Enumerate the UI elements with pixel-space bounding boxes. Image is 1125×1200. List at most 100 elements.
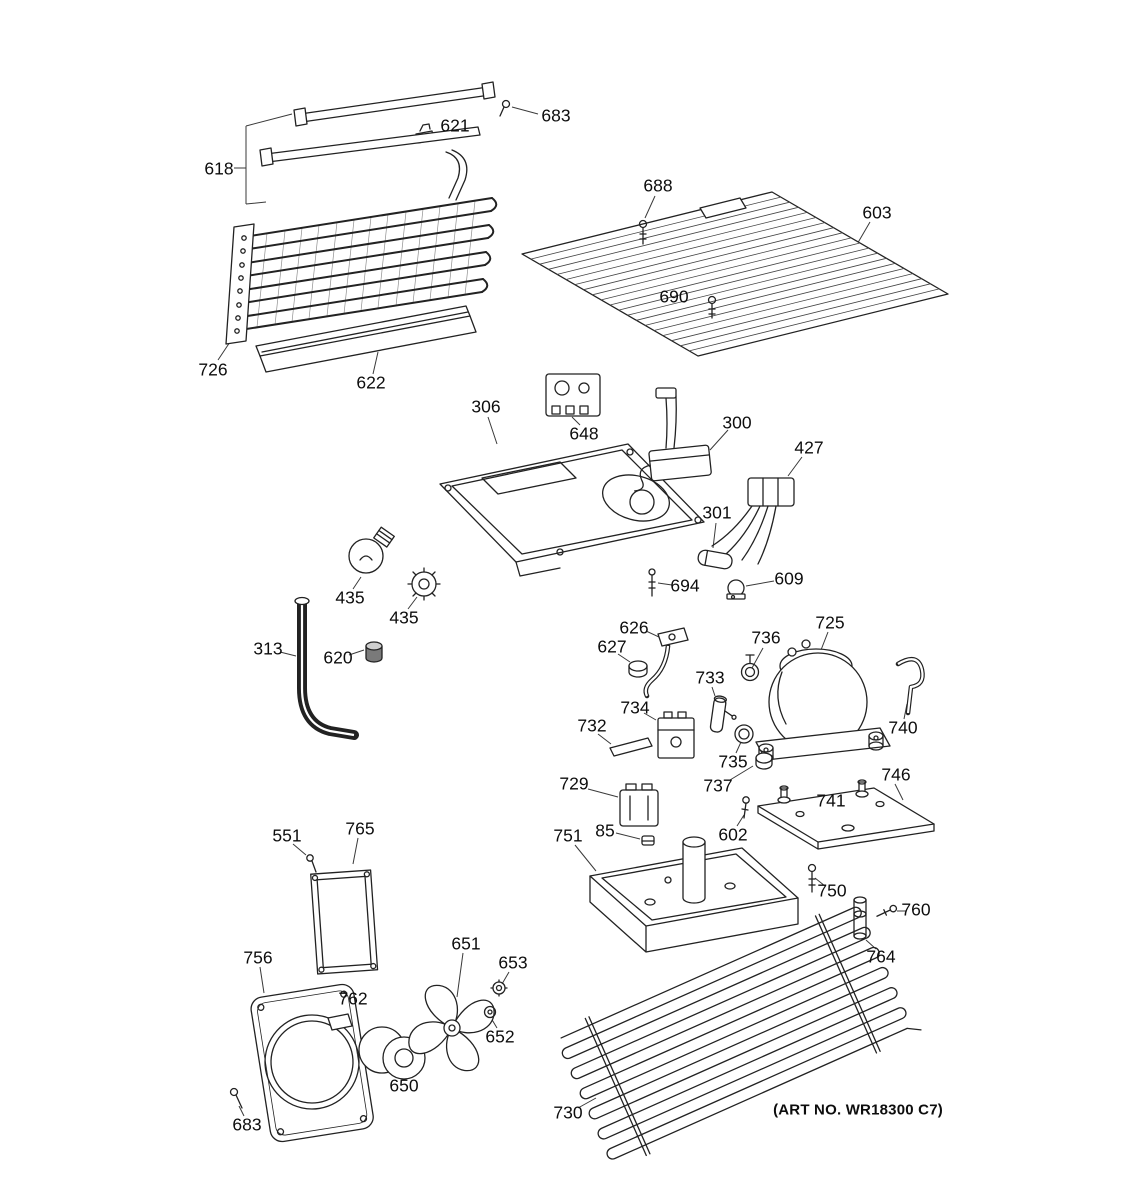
drain-tower: [682, 836, 706, 904]
art-number-text: (ART NO. WR18300 C7): [773, 1101, 943, 1119]
coil-tube-ends: [234, 235, 247, 334]
part-label-683-top: 683: [541, 105, 571, 126]
cap-737: [755, 752, 773, 770]
part-label-734: 734: [620, 697, 650, 718]
part-label-741: 741: [816, 790, 846, 811]
inlet-hook-tube: [445, 149, 468, 201]
bulb-socket-435: [407, 567, 441, 601]
part-label-765: 765: [345, 818, 375, 839]
part-label-651: 651: [451, 933, 481, 954]
lead-626: [643, 627, 689, 699]
coil-end-plate: [225, 223, 255, 345]
part-label-300: 300: [722, 412, 752, 433]
drain-pan-751: [589, 836, 799, 953]
screw-602: [741, 796, 750, 819]
screw-683-top: [499, 99, 511, 117]
deflector-622: [255, 305, 477, 373]
clip-85: [641, 835, 655, 846]
rear-panel-765: [310, 869, 379, 975]
bracket-leader-618: [234, 113, 293, 205]
part-label-627: 627: [597, 636, 627, 657]
part-label-621: 621: [440, 115, 470, 136]
compressor-725: [755, 639, 891, 763]
evaporator-coil: [225, 197, 498, 345]
part-label-435-bulb: 435: [335, 587, 365, 608]
stud-741: [777, 785, 791, 804]
clamp-609: [726, 579, 746, 600]
part-label-750: 750: [817, 880, 847, 901]
drain-tube-313: [294, 596, 359, 740]
screw-750: [807, 863, 817, 893]
part-label-618: 618: [204, 158, 234, 179]
part-label-751: 751: [553, 825, 583, 846]
screw-694: [648, 568, 656, 597]
grommet-735: [734, 724, 754, 744]
part-label-733: 733: [695, 667, 725, 688]
drier-301: [697, 549, 733, 570]
valve-733: [709, 695, 737, 733]
harness-connector-427: [711, 477, 795, 565]
part-label-620: 620: [323, 647, 353, 668]
fan-blade-651: [407, 984, 495, 1072]
part-label-764: 764: [866, 946, 896, 967]
panel-tab: [699, 197, 747, 219]
part-label-652: 652: [485, 1026, 515, 1047]
part-label-730: 730: [553, 1102, 583, 1123]
part-label-435-socket: 435: [389, 607, 419, 628]
part-label-756: 756: [243, 947, 273, 968]
part-label-622: 622: [356, 372, 386, 393]
cap-627: [628, 660, 648, 678]
part-label-746: 746: [881, 764, 911, 785]
washer-652: [483, 1005, 497, 1019]
bracket-762: [327, 1013, 353, 1031]
lock-nut-653: [490, 979, 508, 997]
part-label-694: 694: [670, 575, 700, 596]
part-label-313: 313: [253, 638, 283, 659]
stud-741: [855, 779, 869, 798]
part-label-726: 726: [198, 359, 228, 380]
part-label-427: 427: [794, 437, 824, 458]
part-label-648: 648: [569, 423, 599, 444]
part-label-737: 737: [703, 775, 733, 796]
condenser-grid-730: [560, 906, 922, 1160]
mount-bar-732: [609, 737, 653, 757]
part-label-85: 85: [595, 820, 615, 841]
top-rail-assembly: [259, 81, 511, 201]
light-bulb-435: [348, 526, 395, 574]
part-label-551: 551: [272, 825, 302, 846]
part-label-735: 735: [718, 751, 748, 772]
grommet-620: [365, 641, 383, 663]
screw-551: [306, 854, 317, 873]
compressor-foot: [868, 731, 884, 751]
part-label-736: 736: [751, 627, 781, 648]
relay-734: [657, 711, 695, 759]
part-label-683-bottom: 683: [232, 1114, 262, 1135]
defrost-control-648: [545, 373, 601, 417]
cover-panel-603: [521, 191, 949, 357]
screw-688: [638, 219, 648, 245]
part-label-732: 732: [577, 715, 607, 736]
grommet-736: [740, 654, 760, 682]
capacitor-729: [619, 783, 659, 827]
part-label-690: 690: [659, 286, 689, 307]
screw-760: [876, 904, 898, 917]
part-label-626: 626: [619, 617, 649, 638]
part-label-760: 760: [901, 899, 931, 920]
base-plate-746: [757, 779, 935, 850]
stud-764: [853, 896, 867, 940]
part-label-603: 603: [862, 202, 892, 223]
screw-690: [707, 295, 717, 319]
thermostat-300: [634, 387, 712, 492]
part-label-650: 650: [389, 1075, 419, 1096]
unit-tray-306: [439, 443, 705, 577]
part-label-740: 740: [888, 717, 918, 738]
part-label-762: 762: [338, 988, 368, 1009]
part-label-688: 688: [643, 175, 673, 196]
part-label-301: 301: [702, 502, 732, 523]
part-label-653: 653: [498, 952, 528, 973]
leader-lines: [217, 106, 908, 1117]
screw-683-bottom: [229, 1087, 243, 1109]
part-label-729: 729: [559, 773, 589, 794]
